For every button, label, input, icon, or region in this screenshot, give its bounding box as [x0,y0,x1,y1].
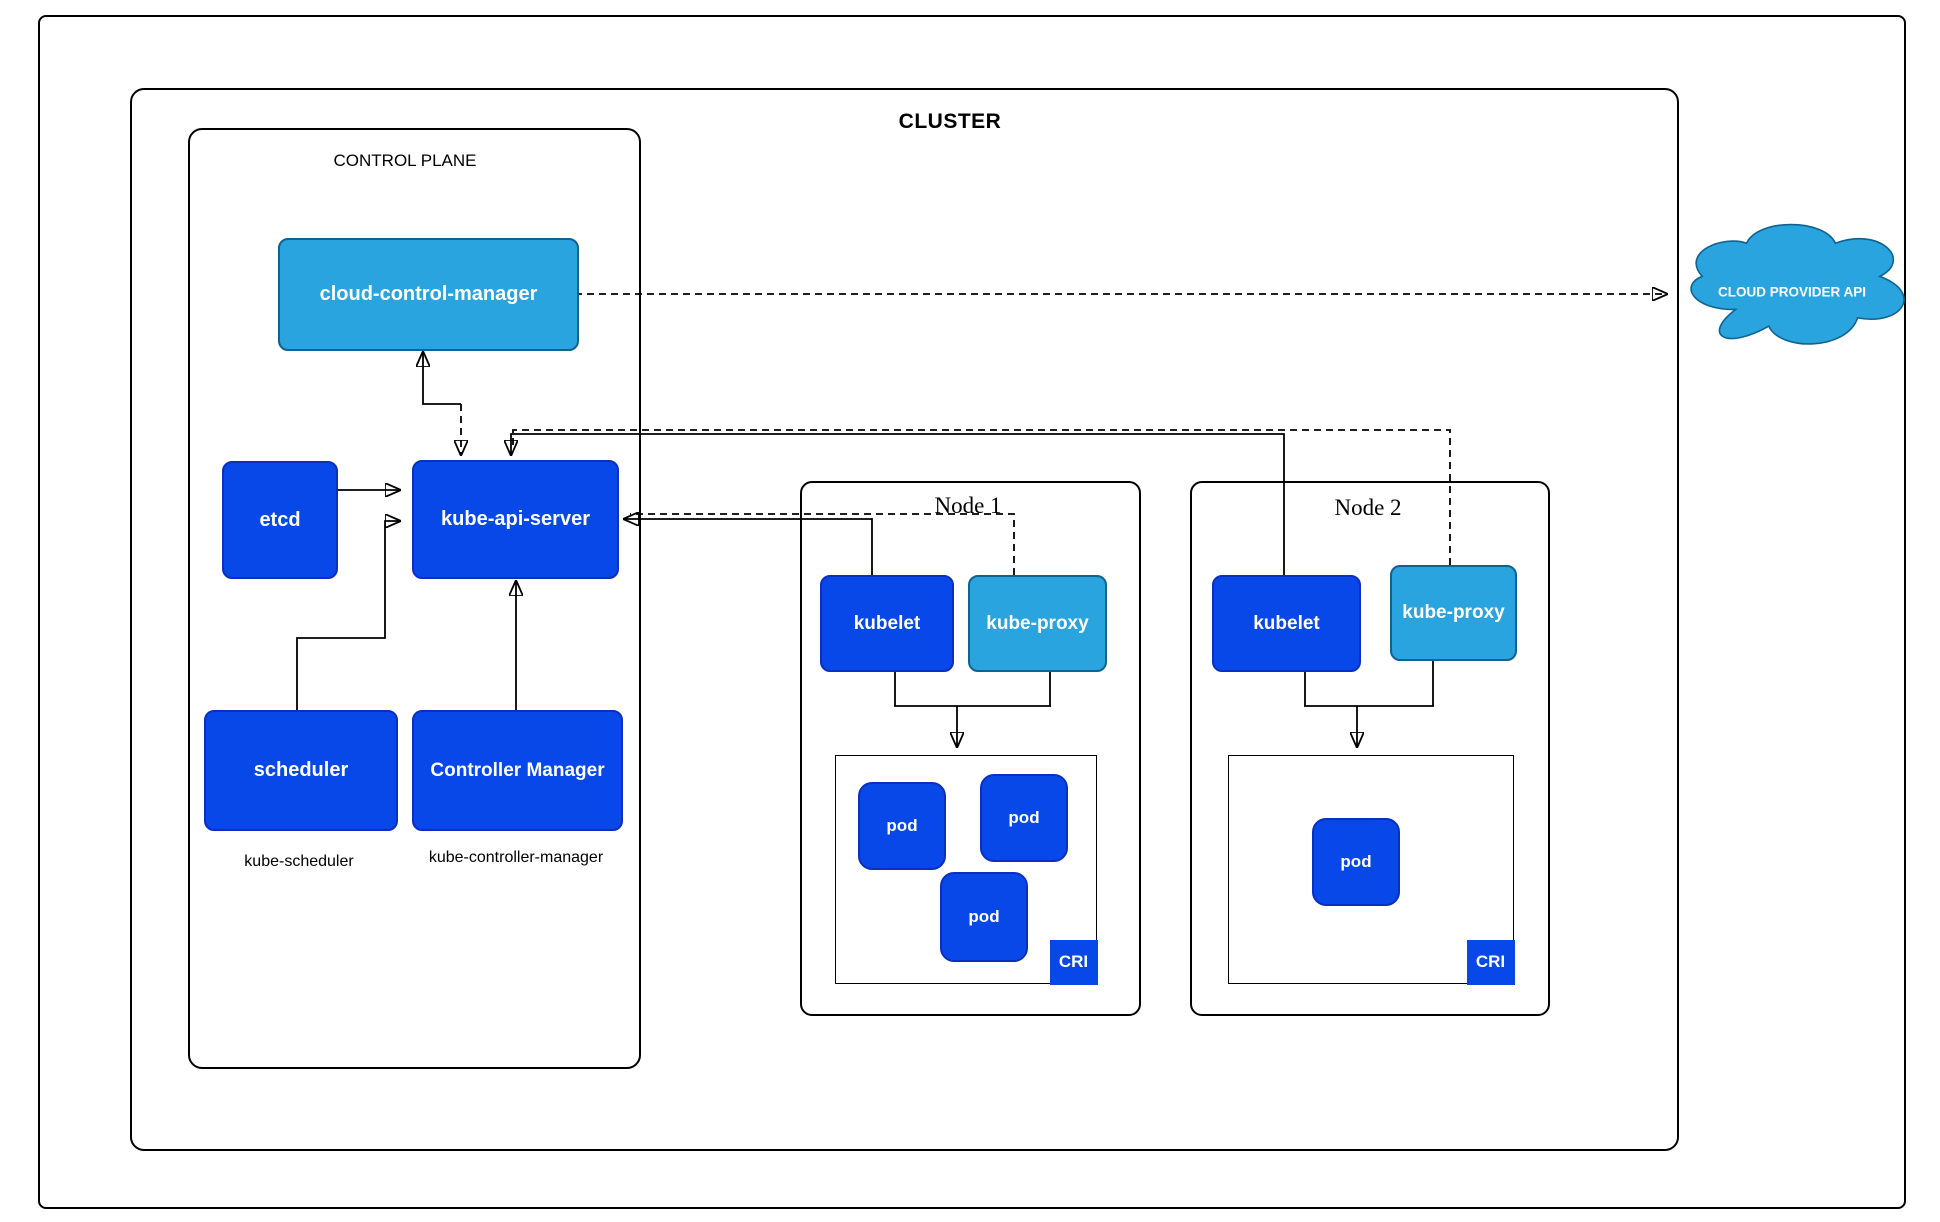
control-plane-box [188,128,641,1069]
kube-scheduler-caption: kube-scheduler [244,853,354,870]
node1-kube-proxy-box: kube-proxy [968,575,1107,672]
node1-kubelet-label: kubelet [853,612,921,634]
node1-pod-1-label: pod [886,816,918,835]
cloud-provider-api-label: CLOUD PROVIDER API [1717,284,1867,300]
etcd-box: etcd [222,461,338,579]
cluster-box [130,88,1679,1151]
node1-kubelet-box: kubelet [820,575,954,672]
node1-pod-3: pod [940,872,1028,962]
controller-manager-label: Controller Manager [430,759,605,781]
node1-pod-2: pod [980,774,1068,862]
node1-pod-3-label: pod [968,907,1000,926]
node2-cri-badge: CRI [1466,939,1515,985]
node2-label: Node 2 [1334,495,1402,520]
node2-kubelet-box: kubelet [1212,575,1361,672]
node2-kubelet-label: kubelet [1253,612,1320,634]
outer-border [38,15,1906,1209]
scheduler-box: scheduler [204,710,398,831]
cloud-control-manager-box: cloud-control-manager [278,238,579,351]
node1-pod-1: pod [858,782,946,870]
kube-controller-manager-caption: kube-controller-manager [428,849,604,866]
cluster-label: CLUSTER [898,110,1002,133]
kube-api-server-box: kube-api-server [412,460,619,579]
node2-pod-1: pod [1312,818,1400,906]
node2-kube-proxy-box: kube-proxy [1390,565,1517,661]
etcd-label: etcd [259,508,301,531]
node1-pod-2-label: pod [1008,808,1040,827]
cloud-control-manager-label: cloud-control-manager [319,283,538,305]
controller-manager-box: Controller Manager [412,710,623,831]
control-plane-label: CONTROL PLANE [333,151,477,170]
node2-pod-1-label: pod [1340,852,1372,871]
kube-api-server-label: kube-api-server [441,508,590,530]
node2-kube-proxy-label: kube-proxy [1402,602,1505,624]
node1-cri-badge: CRI [1049,939,1098,985]
cloud-provider-api-shape [1690,223,1905,345]
node1-kube-proxy-label: kube-proxy [986,612,1089,634]
node1-label: Node 1 [934,493,1002,518]
scheduler-label: scheduler [253,759,349,781]
